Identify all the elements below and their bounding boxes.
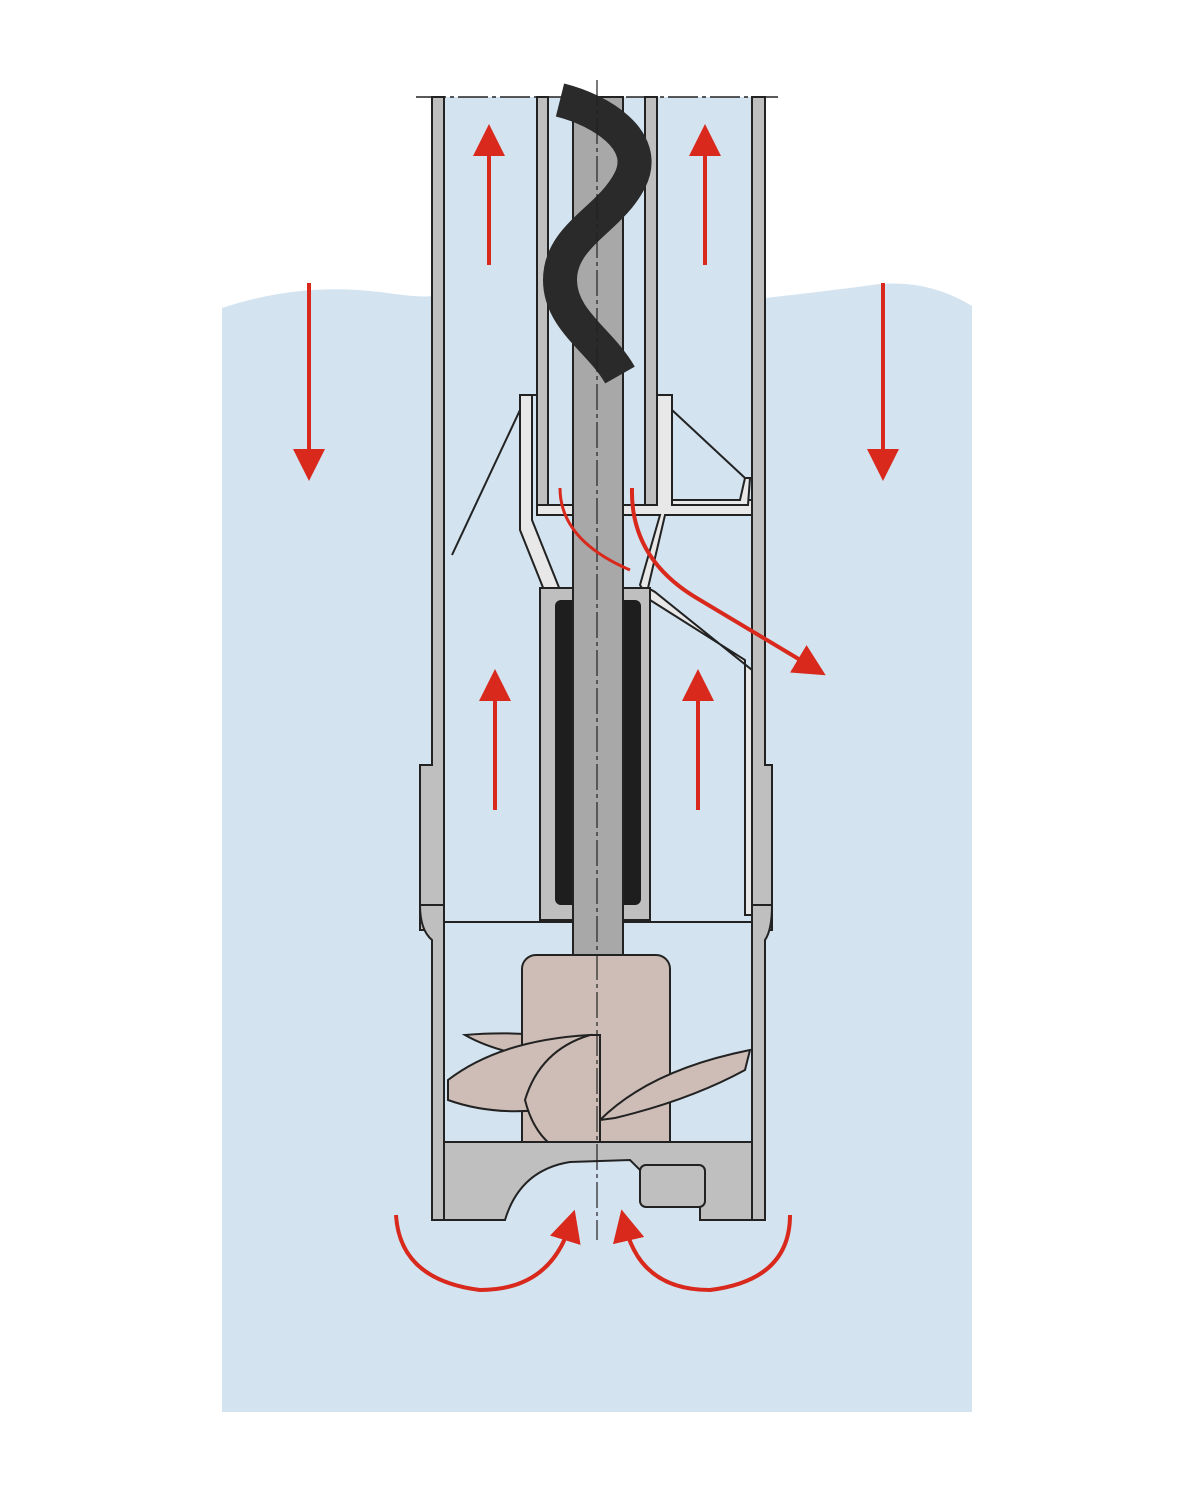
base-bolt — [639, 1164, 706, 1208]
flow-arrow-intake-left — [394, 1209, 581, 1293]
flow-line-outlet-left — [558, 487, 631, 572]
inner-tube-left — [536, 96, 549, 508]
water-body-right — [765, 283, 972, 1412]
flow-arrow-outlet — [629, 487, 826, 676]
flow-arrows — [293, 124, 899, 1293]
water-under-pump — [420, 1220, 772, 1412]
outer-wall-left-lower — [418, 904, 445, 1221]
impeller-blade-right — [597, 1048, 752, 1122]
collar-right — [671, 477, 752, 506]
outer-wall-right-lower — [751, 904, 774, 1221]
diffuser-housing — [520, 394, 753, 916]
flow-arrow-intake-right — [613, 1209, 792, 1293]
strut-right — [671, 409, 746, 479]
auger-spiral — [542, 83, 652, 385]
impeller-blade-front — [523, 1034, 601, 1162]
water-body — [222, 289, 432, 1413]
strut-left — [451, 409, 521, 556]
